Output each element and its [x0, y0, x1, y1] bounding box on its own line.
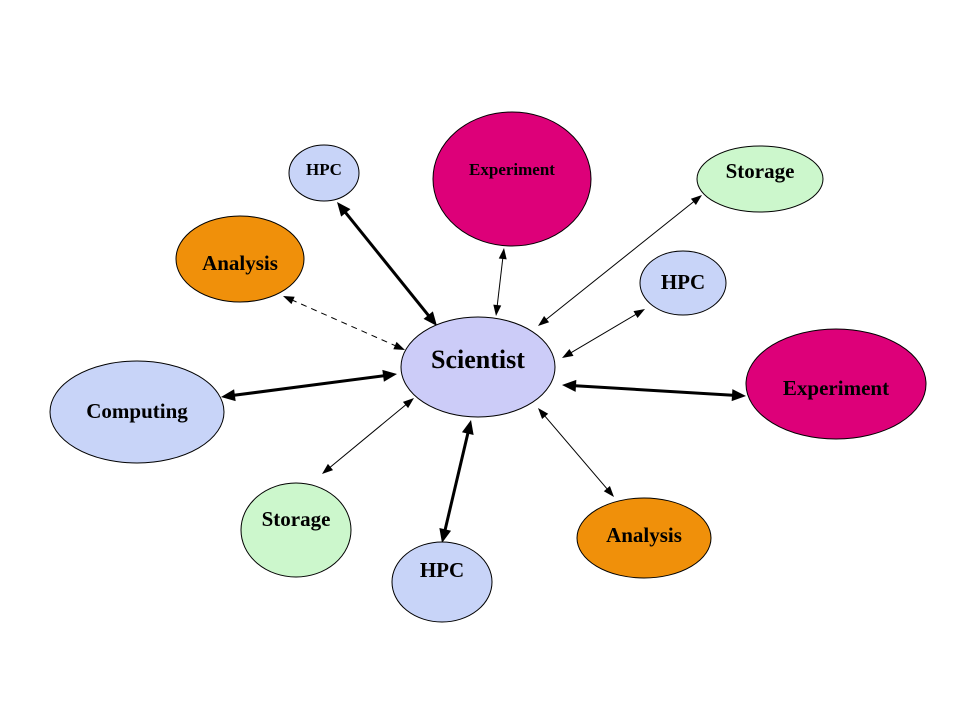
edge-scientist-to-storage-top-right: [544, 200, 696, 321]
edge-scientist-to-storage-bottom-left: [328, 403, 408, 469]
storage-top-right-ellipse: [696, 145, 824, 213]
analysis-left-ellipse: [175, 215, 305, 303]
edge-scientist-to-analysis-left: [290, 299, 398, 347]
hpc-right-ellipse: [639, 250, 727, 316]
arrowhead-hpc-right: [562, 348, 574, 358]
arrowhead-scientist-from-hpc-top: [337, 202, 351, 217]
arrowhead-hpc-top: [423, 311, 437, 326]
node-hpc-top: HPC: [288, 144, 360, 202]
arrowhead-scientist-from-computing-left: [382, 369, 397, 382]
computing-left-label: Computing: [86, 399, 188, 423]
edge-scientist-to-analysis-bottom-right: [543, 414, 609, 491]
node-experiment-top: Experiment: [432, 111, 592, 247]
node-analysis-left: Analysis: [175, 215, 305, 303]
edges-layer: [221, 195, 746, 543]
node-scientist: Scientist: [400, 316, 556, 418]
arrowhead-scientist-from-hpc-bottom: [461, 420, 474, 436]
arrowhead-scientist-from-analysis-left: [283, 296, 295, 305]
hpc-bottom-label: HPC: [420, 558, 464, 582]
storage-bottom-left-label: Storage: [262, 507, 331, 531]
edge-scientist-to-hpc-right: [569, 313, 638, 354]
node-hpc-right: HPC: [639, 250, 727, 316]
arrowhead-hpc-bottom: [439, 527, 452, 543]
node-hpc-bottom: HPC: [391, 541, 493, 623]
storage-bottom-left-ellipse: [240, 482, 352, 578]
arrowhead-computing-left: [221, 389, 236, 402]
edge-scientist-to-computing-left: [231, 373, 387, 398]
node-experiment-right: Experiment: [745, 328, 927, 440]
node-storage-bottom-left: Storage: [240, 482, 352, 578]
arrowhead-storage-top-right: [538, 316, 550, 326]
arrowhead-experiment-top: [493, 304, 502, 316]
analysis-left-label: Analysis: [202, 251, 278, 275]
storage-top-right-label: Storage: [726, 159, 795, 183]
arrowhead-scientist-from-experiment-top: [498, 248, 507, 260]
node-storage-top-right: Storage: [696, 145, 824, 213]
arrowhead-analysis-left: [393, 341, 405, 350]
edge-scientist-to-hpc-top: [342, 209, 432, 319]
hpc-top-label: HPC: [306, 160, 342, 179]
node-analysis-bottom-right: Analysis: [576, 497, 712, 579]
experiment-right-label: Experiment: [783, 376, 889, 400]
arrowhead-scientist-from-hpc-right: [633, 309, 645, 319]
hpc-right-label: HPC: [661, 270, 705, 294]
edge-scientist-to-experiment-top: [496, 256, 504, 308]
arrowhead-analysis-bottom-right: [603, 486, 614, 497]
experiment-top-ellipse: [432, 111, 592, 247]
experiment-right-ellipse: [745, 328, 927, 440]
edge-scientist-to-experiment-right: [573, 384, 735, 397]
arrowhead-scientist-from-analysis-bottom-right: [538, 408, 549, 419]
hpc-top-ellipse: [288, 144, 360, 202]
analysis-bottom-right-label: Analysis: [606, 523, 682, 547]
arrowhead-scientist-from-storage-bottom-left: [402, 398, 414, 409]
arrowhead-scientist-from-experiment-right: [562, 379, 577, 392]
node-computing-left: Computing: [49, 360, 225, 464]
hpc-bottom-ellipse: [391, 541, 493, 623]
analysis-bottom-right-ellipse: [576, 497, 712, 579]
edge-scientist-to-hpc-bottom: [443, 430, 470, 533]
arrowhead-experiment-right: [731, 389, 746, 402]
experiment-top-label: Experiment: [469, 160, 555, 179]
computing-left-ellipse: [49, 360, 225, 464]
arrowhead-scientist-from-storage-top-right: [690, 195, 702, 205]
arrowhead-storage-bottom-left: [322, 463, 334, 474]
scientist-label: Scientist: [431, 345, 525, 374]
scientist-ellipse: [400, 316, 556, 418]
